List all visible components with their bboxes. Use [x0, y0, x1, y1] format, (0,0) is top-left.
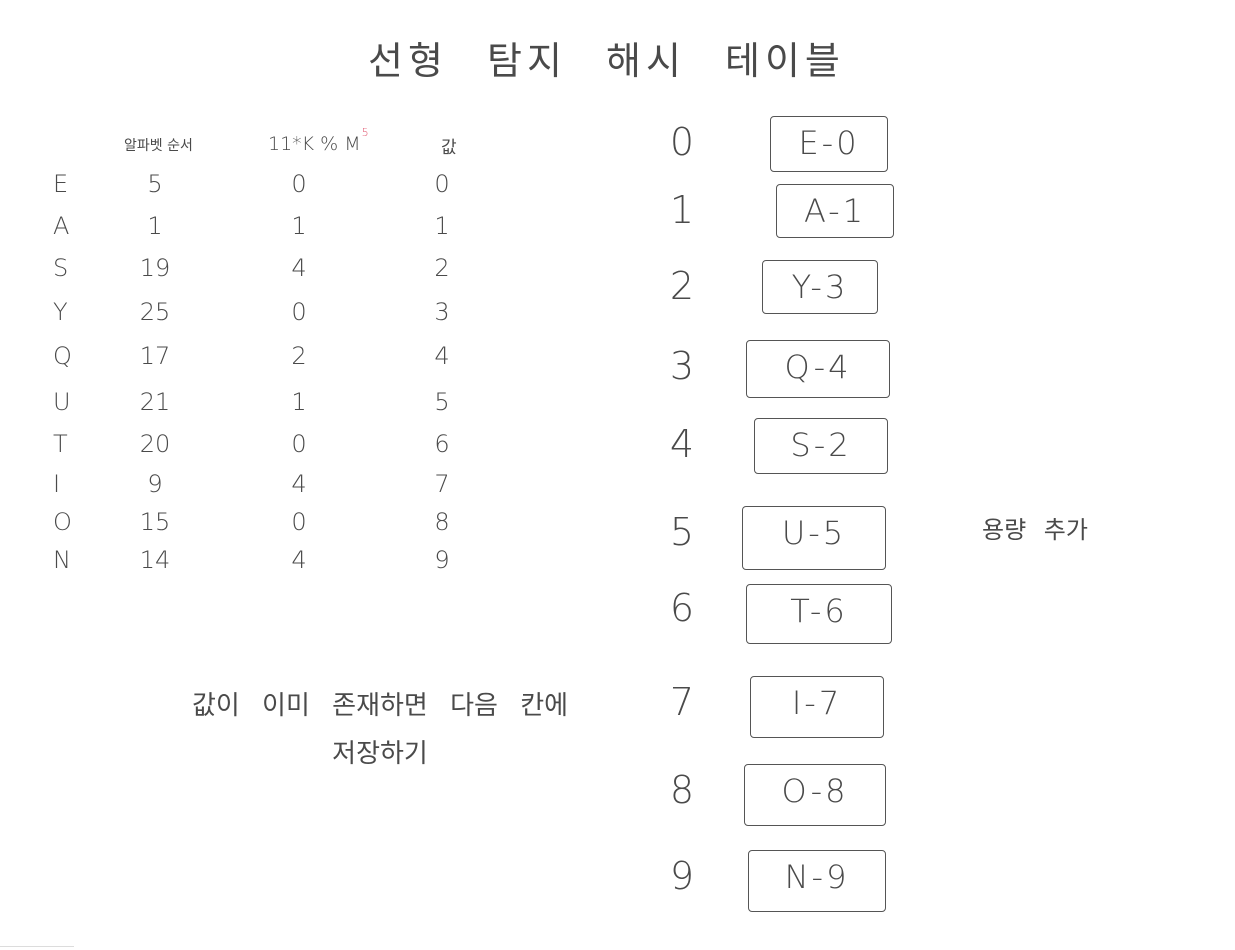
slot-entry: U-5: [742, 506, 886, 570]
row-value: 1: [434, 212, 450, 240]
row-letter: N: [53, 546, 71, 574]
slot-index: 7: [669, 680, 695, 724]
collision-note: 값이 이미 존재하면 다음 칸에 저장하기: [160, 682, 600, 778]
slot-index: 5: [669, 510, 695, 554]
page-title: 선형 탐지 해시 테이블: [368, 39, 845, 83]
header-value: 값: [441, 138, 457, 158]
row-alphabet-order: 21: [139, 388, 171, 416]
slot-entry: E-0: [770, 116, 888, 172]
row-letter: T: [53, 430, 68, 458]
slot-index: 2: [669, 264, 695, 308]
row-letter: E: [53, 170, 69, 198]
collision-note-line: 저장하기: [332, 739, 428, 769]
capacity-note: 용량 추가: [982, 516, 1088, 544]
slot-index: 1: [669, 188, 695, 232]
table-row: Q 17 2 4: [0, 342, 520, 382]
row-value: 0: [434, 170, 450, 198]
slot-entry: N-9: [748, 850, 886, 912]
row-letter: Q: [53, 342, 72, 370]
slot-entry: Q-4: [746, 340, 890, 398]
slot-entry: O-8: [744, 764, 886, 826]
row-letter: U: [53, 388, 71, 416]
slot-entry: S-2: [754, 418, 888, 474]
row-hash: 1: [291, 212, 307, 240]
slot-index: 0: [669, 120, 695, 164]
table-row: N 14 4 9: [0, 546, 520, 586]
table-row: S 19 4 2: [0, 254, 520, 294]
table-row: Y 25 0 3: [0, 298, 520, 338]
row-hash: 0: [291, 298, 307, 326]
table-row: T 20 0 6: [0, 430, 520, 470]
row-hash: 0: [291, 170, 307, 198]
slot-index: 3: [669, 344, 695, 388]
slot-entry: Y-3: [762, 260, 878, 314]
slot-index: 9: [669, 854, 695, 898]
row-alphabet-order: 9: [147, 470, 163, 498]
slot-entry: T-6: [746, 584, 892, 644]
row-value: 4: [434, 342, 450, 370]
row-value: 6: [434, 430, 450, 458]
row-alphabet-order: 17: [139, 342, 171, 370]
row-hash: 0: [291, 508, 307, 536]
row-letter: A: [53, 212, 70, 240]
row-value: 7: [434, 470, 450, 498]
row-letter: I: [53, 470, 61, 498]
row-alphabet-order: 20: [139, 430, 171, 458]
row-value: 5: [434, 388, 450, 416]
row-value: 9: [434, 546, 450, 574]
table-row: U 21 1 5: [0, 388, 520, 428]
formula-superscript: 5: [361, 126, 369, 139]
row-alphabet-order: 15: [139, 508, 171, 536]
row-hash: 1: [291, 388, 307, 416]
slot-index: 6: [669, 586, 695, 630]
collision-note-line: 값이 이미 존재하면 다음 칸에: [191, 691, 569, 721]
row-alphabet-order: 14: [139, 546, 171, 574]
slot-entry: A-1: [776, 184, 894, 238]
row-letter: O: [53, 508, 72, 536]
row-alphabet-order: 19: [139, 254, 171, 282]
slot-index: 4: [669, 422, 695, 466]
table-row: O 15 0 8: [0, 508, 520, 548]
row-value: 8: [434, 508, 450, 536]
row-alphabet-order: 5: [147, 170, 163, 198]
corner-divider: [0, 946, 74, 947]
row-hash: 4: [291, 254, 307, 282]
row-hash: 2: [291, 342, 307, 370]
row-hash: 4: [291, 470, 307, 498]
header-alphabet-order: 알파벳 순서: [124, 138, 193, 154]
row-hash: 4: [291, 546, 307, 574]
formula-text: 11*K % M: [268, 133, 361, 155]
table-row: A 1 1 1: [0, 212, 520, 252]
row-value: 2: [434, 254, 450, 282]
row-letter: S: [53, 254, 69, 282]
table-row: I 9 4 7: [0, 470, 520, 510]
header-hash-formula: 11*K % M5: [268, 126, 369, 155]
row-hash: 0: [291, 430, 307, 458]
slot-entry: I-7: [750, 676, 884, 738]
row-alphabet-order: 1: [147, 212, 163, 240]
row-value: 3: [434, 298, 450, 326]
slot-index: 8: [669, 768, 695, 812]
table-row: E 5 0 0: [0, 170, 520, 210]
row-letter: Y: [53, 298, 68, 326]
row-alphabet-order: 25: [139, 298, 171, 326]
